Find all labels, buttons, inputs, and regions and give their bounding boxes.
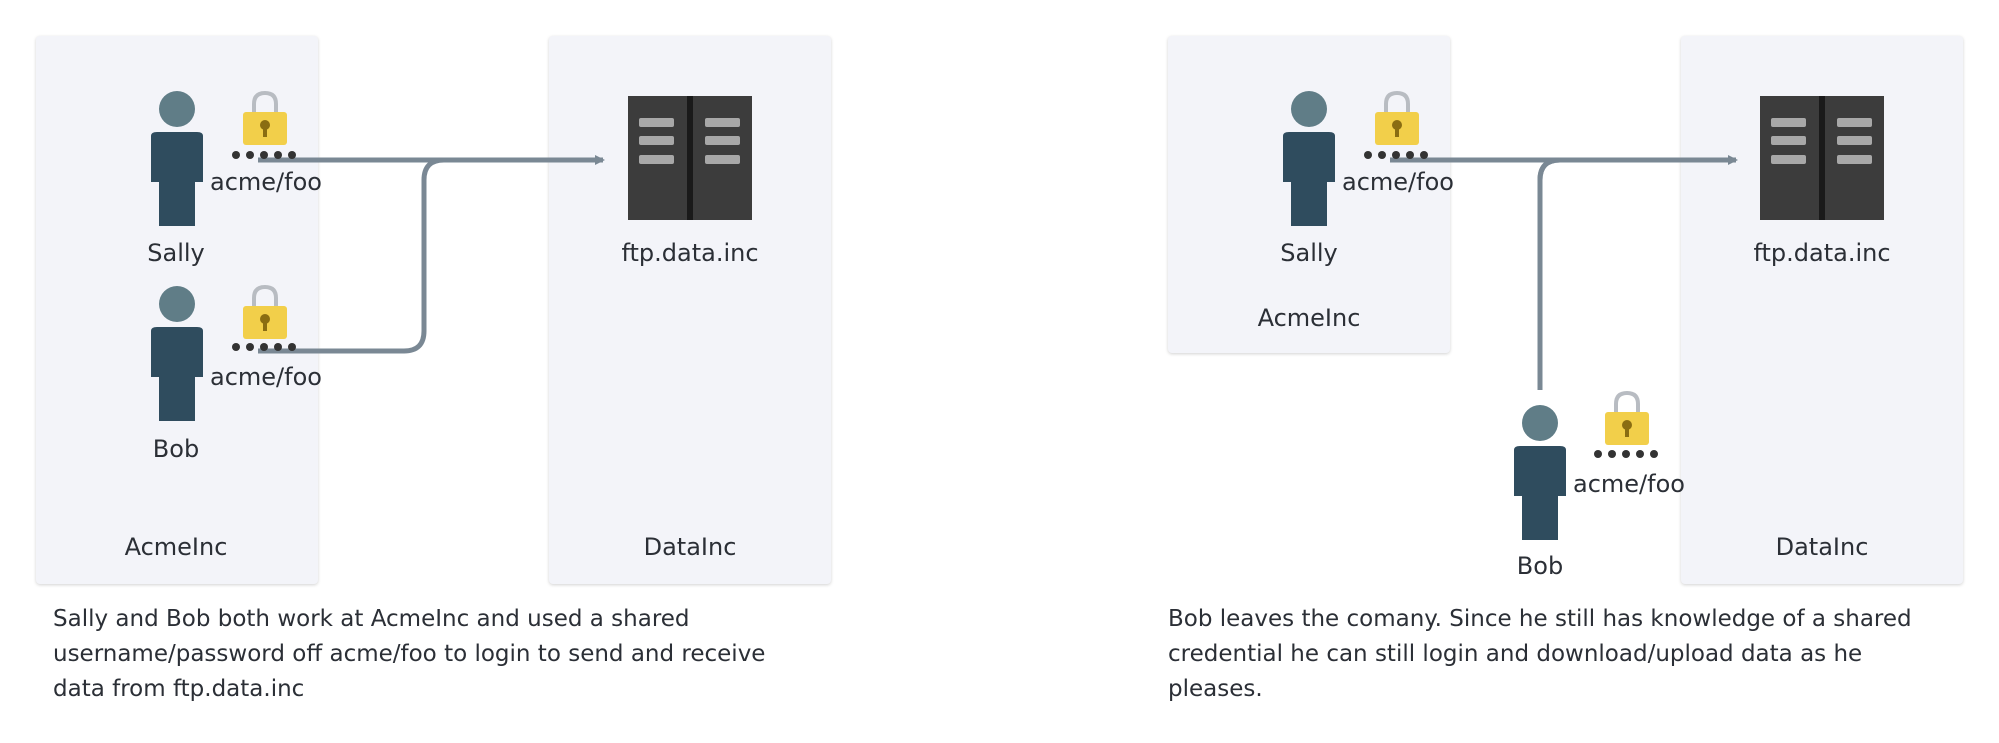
bob-name-left: Bob bbox=[152, 435, 200, 463]
caption-line: Sally and Bob both work at AcmeInc and u… bbox=[53, 606, 690, 632]
caption-left: Sally and Bob both work at AcmeInc and u… bbox=[53, 602, 765, 707]
server-icon bbox=[628, 96, 752, 220]
person-icon bbox=[1283, 91, 1335, 226]
bob-connection-line-left bbox=[258, 157, 560, 354]
bob-credential-left: acme/foo bbox=[210, 363, 322, 391]
acmeinc-label-left: AcmeInc bbox=[124, 533, 228, 561]
padlock-icon bbox=[243, 284, 287, 339]
caption-line: Bob leaves the comany. Since he still ha… bbox=[1168, 606, 1912, 632]
server-name-right: ftp.data.inc bbox=[1753, 239, 1891, 267]
person-icon bbox=[1514, 405, 1566, 540]
password-dots-icon bbox=[1594, 450, 1658, 458]
caption-right: Bob leaves the comany. Since he still ha… bbox=[1168, 602, 1912, 707]
sally-credential-right: acme/foo bbox=[1342, 168, 1454, 196]
caption-line: username/password off acme/foo to login … bbox=[53, 641, 766, 667]
padlock-icon bbox=[243, 90, 287, 145]
password-dots-icon bbox=[232, 343, 296, 351]
person-icon bbox=[151, 286, 203, 421]
padlock-icon bbox=[1375, 90, 1419, 145]
password-dots-icon bbox=[232, 151, 296, 159]
server-name-left: ftp.data.inc bbox=[621, 239, 759, 267]
caption-line: pleases. bbox=[1168, 676, 1263, 702]
caption-line: credential he can still login and downlo… bbox=[1168, 641, 1863, 667]
datainc-label-left: DataInc bbox=[643, 533, 737, 561]
sally-credential-left: acme/foo bbox=[210, 168, 322, 196]
bob-name-right: Bob bbox=[1516, 552, 1564, 580]
sally-name-right: Sally bbox=[1280, 239, 1338, 267]
acmeinc-label-right: AcmeInc bbox=[1257, 304, 1361, 332]
bob-credential-right: acme/foo bbox=[1573, 470, 1685, 498]
person-icon bbox=[151, 91, 203, 226]
padlock-icon bbox=[1605, 390, 1649, 445]
datainc-label-right: DataInc bbox=[1775, 533, 1869, 561]
password-dots-icon bbox=[1364, 151, 1428, 159]
server-icon bbox=[1760, 96, 1884, 220]
caption-line: data from ftp.data.inc bbox=[53, 676, 305, 702]
sally-name-left: Sally bbox=[147, 239, 205, 267]
